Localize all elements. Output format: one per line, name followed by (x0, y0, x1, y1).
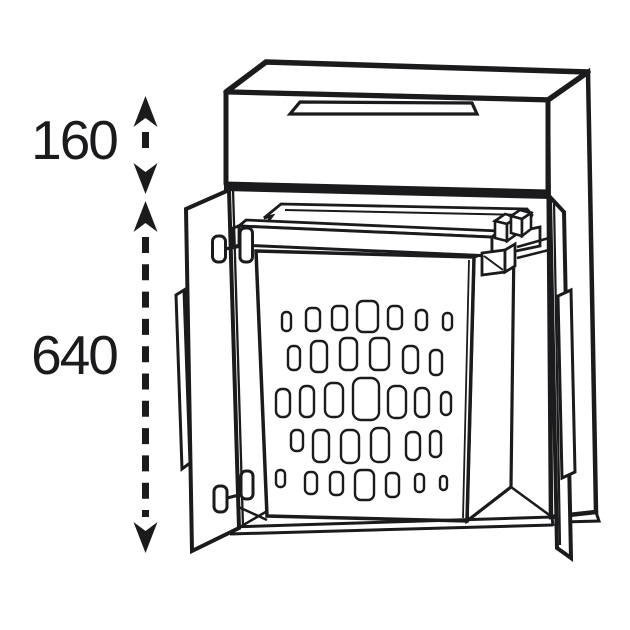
cabinet-bottom-board (228, 515, 555, 536)
dimension-label-drawer-height: 160 (31, 109, 119, 171)
basket-holes (274, 299, 454, 502)
dimension-label-door-height: 640 (31, 324, 119, 386)
rail-bracket (480, 208, 550, 277)
hinge-bottom (212, 469, 255, 514)
left-door (174, 186, 245, 555)
laundry-basket (254, 239, 516, 525)
hinge-top (211, 226, 254, 264)
dimension-line-640 (133, 201, 158, 553)
arrow-down-icon (133, 522, 158, 553)
dimension-line-160 (133, 96, 158, 194)
arrow-up-icon (133, 96, 158, 127)
right-door-handle-strip (556, 287, 577, 481)
arrow-up-icon (133, 201, 158, 232)
basket-front (254, 249, 476, 523)
drawer-handle-groove (286, 100, 480, 116)
left-door-handle-strip (174, 287, 192, 472)
right-door (547, 191, 577, 562)
top-drawer (223, 59, 591, 199)
arrow-down-icon (133, 163, 158, 194)
